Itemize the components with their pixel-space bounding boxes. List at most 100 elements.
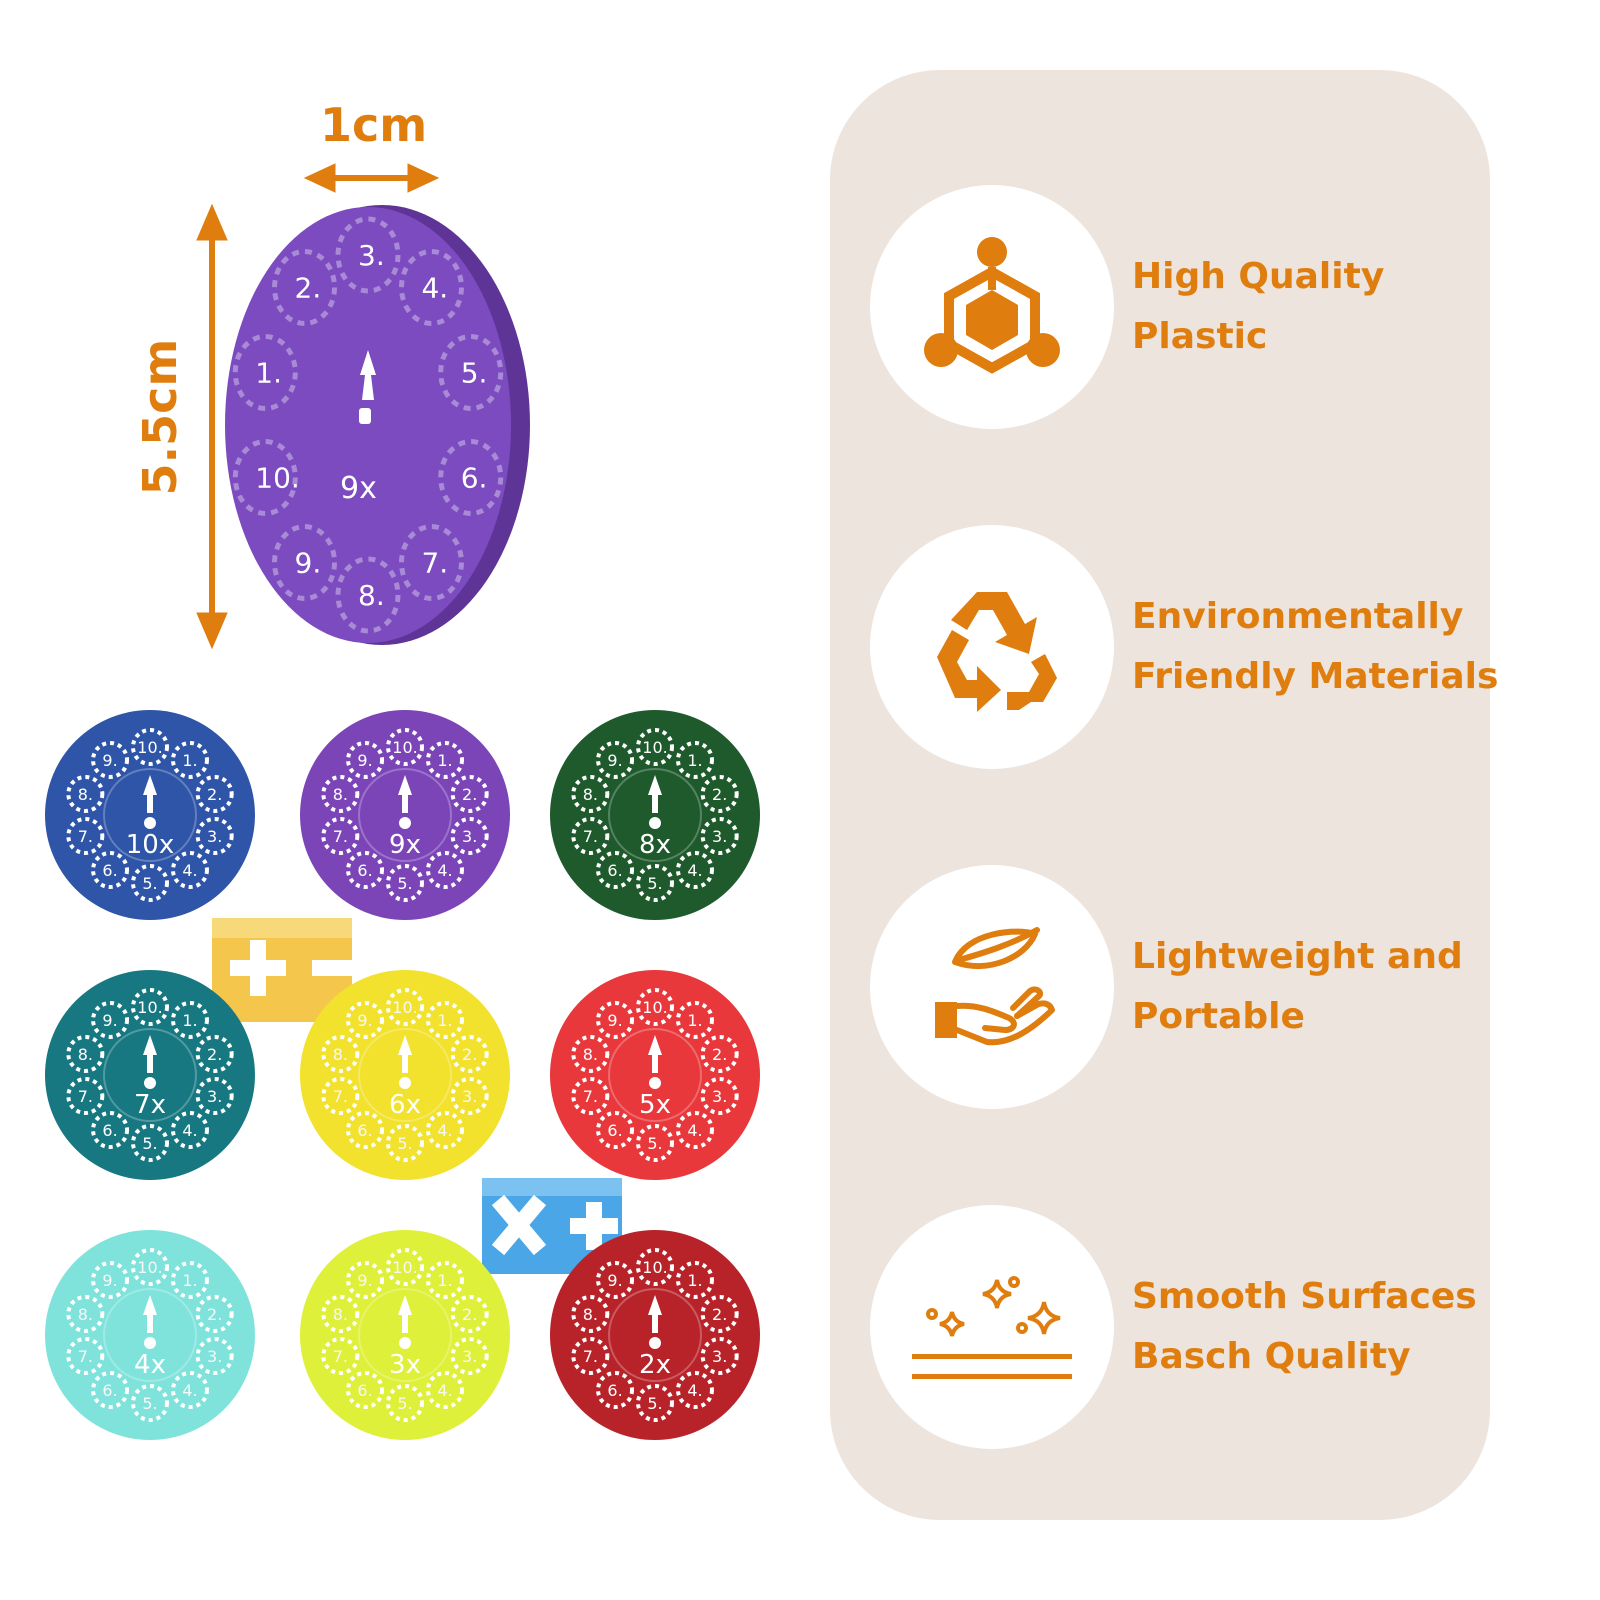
- multiplication-disc-2x: 10.1.2.3.4.5.6.7.8.9.2x: [550, 1230, 760, 1440]
- gear-icon: [700, 1077, 739, 1116]
- disc-number: 5.: [647, 1394, 662, 1413]
- disc-number: 4.: [437, 861, 452, 880]
- gear-icon: [425, 1111, 464, 1150]
- gear-icon: [346, 1371, 385, 1410]
- gear-icon: [195, 774, 234, 813]
- disc-number: 7.: [583, 827, 598, 846]
- disc-number: 1.: [687, 1011, 702, 1030]
- gear-icon: [131, 1248, 169, 1286]
- gear-icon: [321, 774, 360, 813]
- big-disc-number: 5.: [461, 356, 488, 389]
- gear-icon: [346, 1000, 385, 1039]
- width-dimension-label: 1cm: [320, 98, 428, 152]
- multiplication-disc-5x: 10.1.2.3.4.5.6.7.8.9.5x: [550, 970, 760, 1180]
- disc-number: 2.: [207, 785, 222, 804]
- disc-number: 7.: [333, 827, 348, 846]
- disc-number: 10.: [392, 998, 417, 1017]
- big-disc-number: 9.: [295, 547, 322, 580]
- disc-number: 1.: [182, 1271, 197, 1290]
- gear-icon: [131, 1124, 169, 1162]
- gear-icon: [675, 1111, 714, 1150]
- big-disc-number: 7.: [421, 547, 448, 580]
- gear-icon: [346, 851, 385, 890]
- multiplication-disc-4x: 10.1.2.3.4.5.6.7.8.9.4x: [45, 1230, 255, 1440]
- multiplication-disc-3x: 10.1.2.3.4.5.6.7.8.9.3x: [300, 1230, 510, 1440]
- gear-icon: [386, 1248, 424, 1286]
- gear-icon: [195, 817, 234, 856]
- gear-icon: [91, 1371, 130, 1410]
- gear-icon: [91, 1260, 130, 1299]
- big-disc-numbers: 3.4.5.6.7.8.9.10.1.2.: [255, 239, 487, 612]
- disc-number: 10.: [392, 1258, 417, 1277]
- disc-number: 10.: [642, 998, 667, 1017]
- disc-arrow-icon: [398, 775, 412, 813]
- disc-number: 7.: [78, 1347, 93, 1366]
- gear-icon: [321, 1034, 360, 1073]
- disc-number: 9.: [357, 1271, 372, 1290]
- disc-number: 3.: [207, 827, 222, 846]
- height-arrow-icon: [196, 203, 228, 650]
- disc-number: 9.: [102, 1011, 117, 1030]
- disc-number: 9.: [607, 1271, 622, 1290]
- disc-number: 4.: [182, 1381, 197, 1400]
- gear-icon: [636, 1248, 674, 1286]
- disc-number: 8.: [333, 785, 348, 804]
- gear-icon: [636, 728, 674, 766]
- gear-icon: [335, 216, 401, 294]
- disc-label: 5x: [639, 1090, 671, 1120]
- big-disc-number: 10.: [255, 462, 300, 495]
- gear-icon: [66, 817, 105, 856]
- disc-number: 10.: [642, 1258, 667, 1277]
- gear-icon: [66, 1034, 105, 1073]
- gear-icon: [596, 1371, 635, 1410]
- disc-number: 3.: [207, 1087, 222, 1106]
- gear-icon: [425, 740, 464, 779]
- gear-icon: [425, 1000, 464, 1039]
- gear-icon: [321, 1077, 360, 1116]
- big-disc-dot: [359, 408, 371, 424]
- gear-icon: [571, 1294, 610, 1333]
- gear-icon: [450, 817, 489, 856]
- gear-icon: [386, 1384, 424, 1422]
- gear-icon: [346, 1260, 385, 1299]
- disc-number: 7.: [583, 1347, 598, 1366]
- disc-number: 2.: [462, 1305, 477, 1324]
- gear-icon: [425, 1260, 464, 1299]
- gear-icon: [91, 851, 130, 890]
- gear-icon: [131, 988, 169, 1026]
- disc-number: 1.: [182, 751, 197, 770]
- gear-icon: [571, 817, 610, 856]
- gear-icon: [170, 851, 209, 890]
- disc-grid: 10.1.2.3.4.5.6.7.8.9.10x10.1.2.3.4.5.6.7…: [45, 710, 760, 1440]
- sparkle-surface-icon: [912, 1276, 1072, 1379]
- big-disc-arrow-icon: [360, 350, 376, 400]
- gear-icon: [425, 851, 464, 890]
- feature-eco-friendly: Environmentally Friendly Materials: [870, 525, 1498, 775]
- disc-number: 8.: [78, 1045, 93, 1064]
- disc-arrow-icon: [143, 775, 157, 813]
- disc-number: 7.: [583, 1087, 598, 1106]
- feature-title-line2: Plastic: [1132, 316, 1268, 357]
- disc-number: 8.: [583, 1045, 598, 1064]
- gear-icon: [425, 1371, 464, 1410]
- big-disc-illustration: 9x 3.4.5.6.7.8.9.10.1.2.: [196, 163, 530, 650]
- feature-lightweight: Lightweight and Portable: [870, 865, 1490, 1115]
- disc-number: 2.: [462, 785, 477, 804]
- big-disc-number: 8.: [358, 579, 385, 612]
- disc-number: 4.: [687, 1381, 702, 1400]
- disc-number: 5.: [142, 874, 157, 893]
- disc-number: 8.: [78, 1305, 93, 1324]
- disc-label: 8x: [639, 830, 671, 860]
- disc-number: 6.: [607, 1121, 622, 1140]
- disc-arrow-icon: [648, 1295, 662, 1333]
- gear-icon: [66, 1077, 105, 1116]
- gear-icon: [386, 728, 424, 766]
- disc-number: 5.: [142, 1394, 157, 1413]
- disc-number: 1.: [437, 751, 452, 770]
- gear-icon: [450, 1077, 489, 1116]
- gear-icon: [596, 851, 635, 890]
- gear-icon: [66, 774, 105, 813]
- disc-number: 9.: [102, 1271, 117, 1290]
- multiplication-disc-6x: 10.1.2.3.4.5.6.7.8.9.6x: [300, 970, 510, 1180]
- big-disc-number: 6.: [461, 462, 488, 495]
